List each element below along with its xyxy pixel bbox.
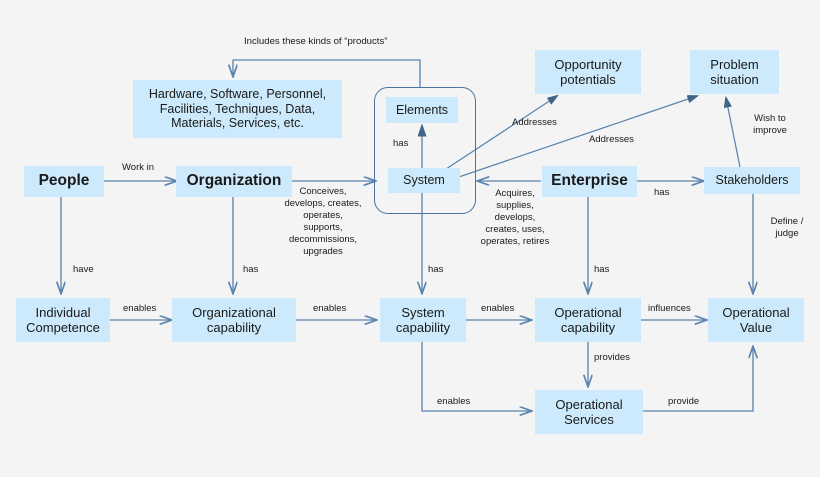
- node-organization[interactable]: Organization: [176, 166, 292, 197]
- label-wish-to-improve: Wish to improve: [753, 113, 787, 136]
- node-operational-capability[interactable]: Operational capability: [535, 298, 641, 342]
- label-enterprise-has: has: [594, 264, 610, 275]
- edge-addresses-opportunity: [439, 96, 557, 174]
- node-elements[interactable]: Elements: [386, 97, 458, 123]
- label-conceives: Conceives, develops, creates, operates, …: [284, 186, 362, 257]
- edge-services-provide-value: [643, 347, 753, 412]
- label-define-judge: Define / judge: [770, 216, 804, 239]
- node-system[interactable]: System: [388, 168, 460, 193]
- node-organizational-capability[interactable]: Organizational capability: [172, 298, 296, 342]
- label-enterprise-has-stakeholders: has: [654, 187, 670, 198]
- node-stakeholders[interactable]: Stakeholders: [704, 167, 800, 194]
- label-people-have: have: [73, 264, 94, 275]
- label-provides: provides: [594, 352, 630, 363]
- edge-stakeholders-wish-improve: [726, 98, 741, 168]
- label-has-elements: has: [393, 138, 409, 149]
- label-enables-2: enables: [313, 303, 347, 314]
- label-influences: influences: [648, 303, 691, 314]
- label-system-has: has: [428, 264, 444, 275]
- edge-includes-products: [233, 59, 421, 87]
- node-opportunity-potentials[interactable]: Opportunity potentials: [535, 50, 641, 94]
- node-operational-value[interactable]: Operational Value: [708, 298, 804, 342]
- label-includes-products: Includes these kinds of “products”: [244, 36, 388, 47]
- node-products[interactable]: Hardware, Software, Personnel, Facilitie…: [133, 80, 342, 138]
- node-people[interactable]: People: [24, 166, 104, 197]
- node-system-capability[interactable]: System capability: [380, 298, 466, 342]
- system-group-boundary: [374, 87, 476, 214]
- label-enables-4: enables: [437, 396, 471, 407]
- edge-syscap-enables-services: [421, 342, 531, 411]
- label-organization-has: has: [243, 264, 259, 275]
- node-individual-competence[interactable]: Individual Competence: [16, 298, 110, 342]
- label-enables-1: enables: [123, 303, 157, 314]
- label-enables-3: enables: [481, 303, 515, 314]
- node-enterprise[interactable]: Enterprise: [542, 166, 637, 197]
- node-problem-situation[interactable]: Problem situation: [690, 50, 779, 94]
- label-addresses-opportunity: Addresses: [512, 117, 557, 128]
- node-operational-services[interactable]: Operational Services: [535, 390, 643, 434]
- edge-addresses-problem: [443, 96, 697, 183]
- label-acquires: Acquires, supplies, develops, creates, u…: [480, 188, 550, 247]
- label-provide: provide: [668, 396, 700, 407]
- label-addresses-problem: Addresses: [589, 134, 634, 145]
- label-work-in: Work in: [122, 162, 155, 173]
